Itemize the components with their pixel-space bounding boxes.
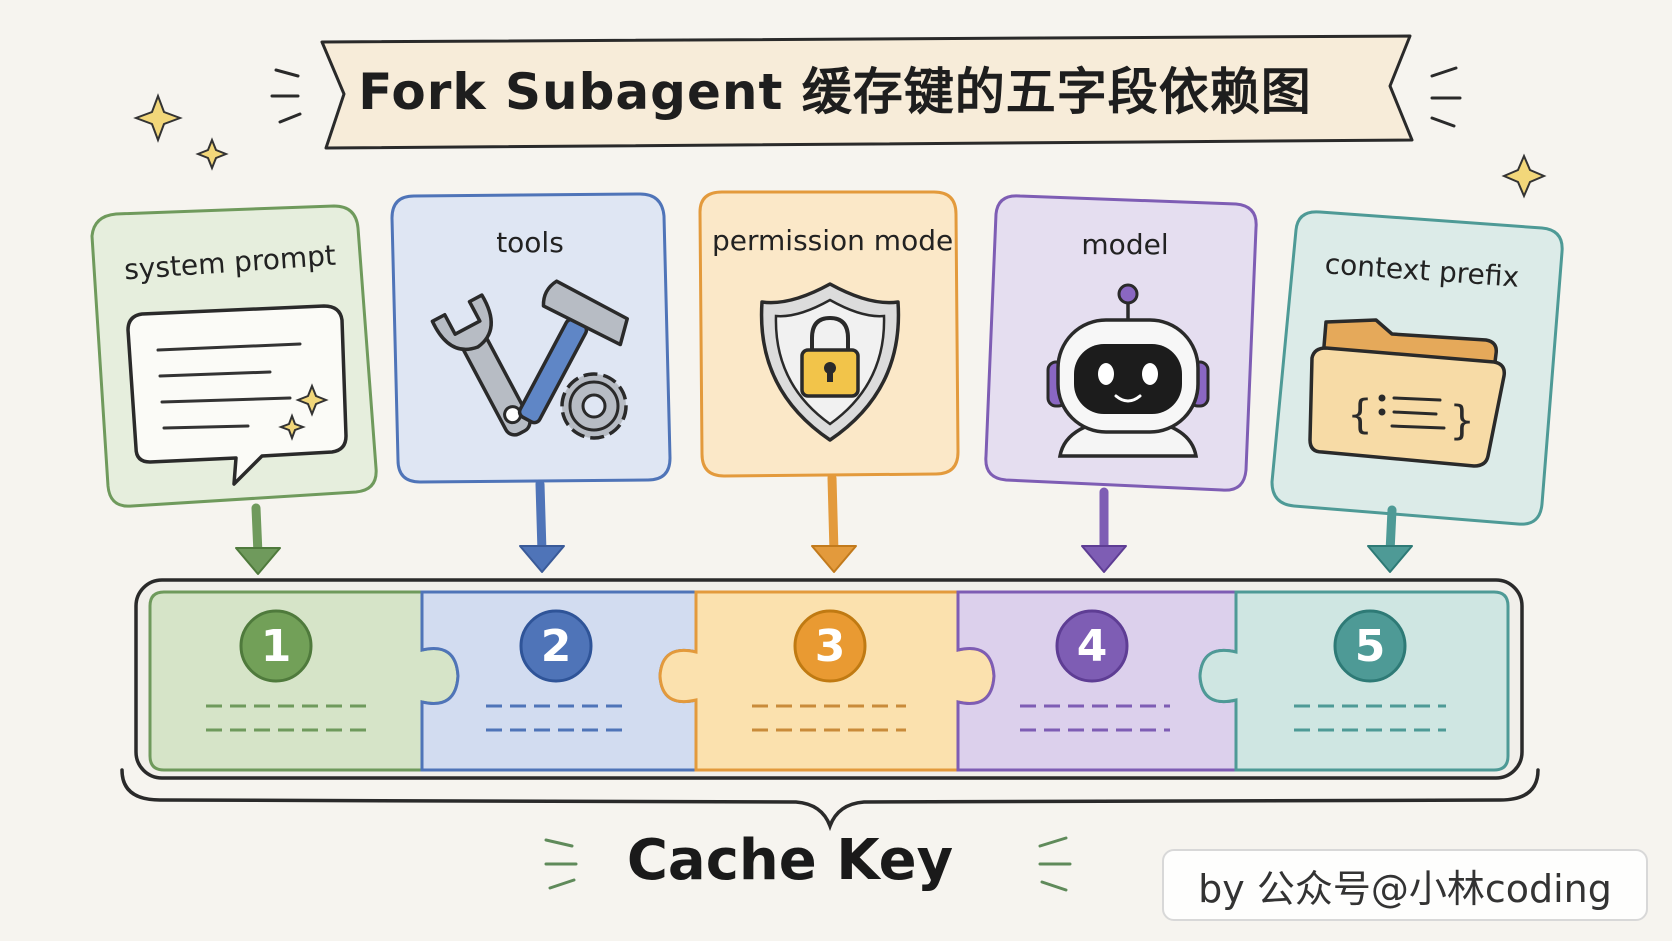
arrow-2 [519,479,565,573]
arrow-5 [1367,505,1413,573]
cache-key-left-dashes [544,838,578,890]
chat-bubble-icon [126,304,348,486]
arrow-4 [1081,487,1127,573]
sparkle-icon [133,93,183,143]
cache-key-label: Cache Key [626,827,954,893]
number-2: 2 [540,620,572,672]
folder-code-icon: { } [1308,318,1507,468]
placeholder-lines-4 [1020,704,1170,732]
number-badge-5 [1333,609,1407,683]
shield-lock-icon [759,282,901,442]
number-3: 3 [814,620,846,672]
sparkle-icon [195,137,229,171]
cache-key-right-dashes [1038,836,1072,892]
number-1: 1 [260,620,292,672]
placeholder-lines-3 [752,704,906,732]
number-badge-1 [239,609,313,683]
number-badge-2 [519,609,593,683]
placeholder-lines-1 [206,704,366,732]
robot-icon [1046,283,1210,458]
arrow-1 [235,503,281,575]
title-banner [320,34,1414,150]
cache-key-brace [120,768,1540,832]
wrench-hammer-gear-icon [430,279,629,440]
field-label-model: model [1081,228,1169,261]
number-badge-4 [1055,609,1129,683]
number-badge-3 [793,609,867,683]
sparkle-icon [1501,153,1547,199]
watermark-badge: by 公众号@小林coding [1162,849,1648,921]
banner-right-dashes [1430,66,1462,128]
banner-left-dashes [270,68,302,124]
puzzle-piece-5 [1198,590,1510,772]
arrow-3 [811,473,857,573]
svg-text:{: { [1348,392,1372,438]
svg-text:}: } [1450,398,1474,444]
placeholder-lines-5 [1294,704,1446,732]
placeholder-lines-2 [486,704,630,732]
field-label-permission-mode: permission mode [712,224,954,257]
page-title: Fork Subagent 缓存键的五字段依赖图 [358,63,1312,121]
number-4: 4 [1076,620,1108,672]
field-label-tools: tools [496,226,564,259]
number-5: 5 [1354,620,1386,672]
